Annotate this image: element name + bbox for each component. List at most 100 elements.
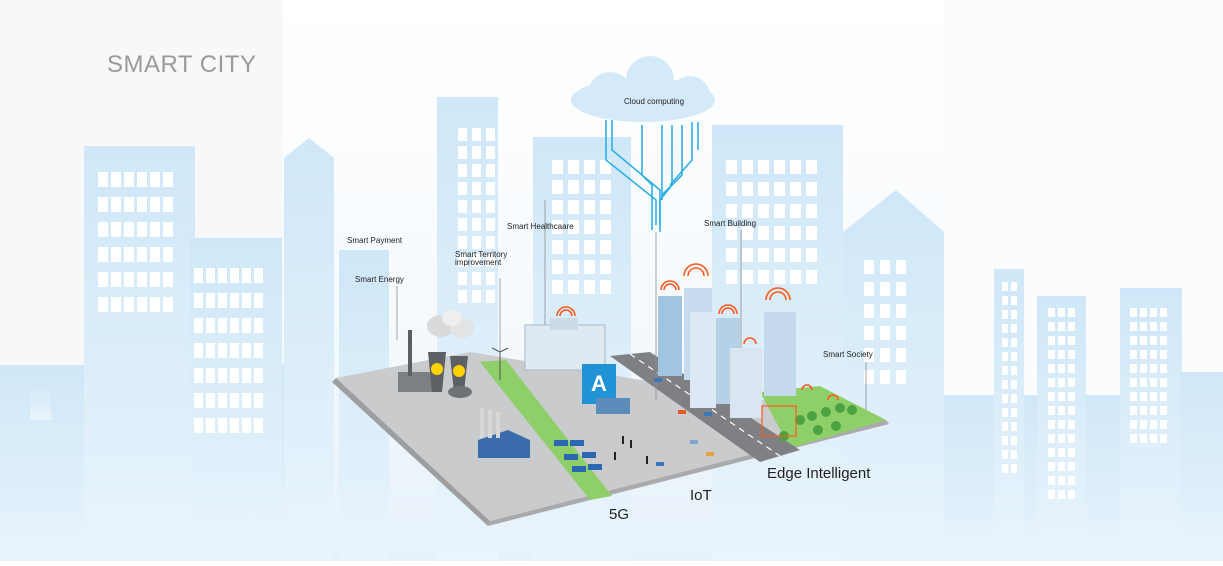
window — [584, 240, 595, 254]
window — [1011, 422, 1017, 431]
window — [98, 247, 108, 262]
window — [726, 160, 737, 174]
cloud-computing-label: Cloud computing — [624, 97, 685, 106]
window — [1068, 378, 1075, 387]
window — [584, 200, 595, 214]
window — [568, 200, 579, 214]
window — [1068, 322, 1075, 331]
window — [111, 222, 121, 237]
window — [1002, 408, 1008, 417]
window — [864, 304, 874, 318]
window — [1140, 308, 1147, 317]
window — [774, 226, 785, 240]
window — [1130, 434, 1137, 443]
window — [600, 220, 611, 234]
window — [584, 280, 595, 294]
window — [150, 272, 160, 287]
window — [896, 370, 906, 384]
window — [600, 200, 611, 214]
window — [1160, 322, 1167, 331]
wind-turbine-icon — [491, 347, 509, 380]
window — [486, 182, 495, 195]
window — [98, 197, 108, 212]
window — [726, 226, 737, 240]
window — [218, 393, 227, 408]
window — [1130, 378, 1137, 387]
window — [880, 282, 890, 296]
window — [1002, 296, 1008, 305]
wifi-icon — [556, 263, 839, 401]
window — [1011, 450, 1017, 459]
smart-building-label: Smart Building — [704, 219, 757, 228]
window — [486, 128, 495, 141]
window — [1150, 434, 1157, 443]
window — [1140, 364, 1147, 373]
window — [1048, 378, 1055, 387]
park-zone — [761, 405, 797, 437]
window — [1002, 464, 1008, 473]
skyscrapers — [658, 288, 796, 418]
window — [880, 304, 890, 318]
window — [1048, 308, 1055, 317]
window — [552, 200, 563, 214]
window — [472, 146, 481, 159]
window — [758, 248, 769, 262]
window — [1140, 420, 1147, 429]
window — [1058, 420, 1065, 429]
window — [552, 280, 563, 294]
window — [600, 260, 611, 274]
window — [1011, 436, 1017, 445]
window — [111, 247, 121, 262]
window — [774, 270, 785, 284]
window — [726, 182, 737, 196]
window — [124, 197, 134, 212]
window — [726, 204, 737, 218]
window — [486, 146, 495, 159]
smart-territory-label-1: Smart Territory — [455, 250, 508, 259]
window — [1140, 350, 1147, 359]
window — [1058, 406, 1065, 415]
window — [552, 180, 563, 194]
nuclear-icon — [398, 310, 474, 398]
window — [552, 260, 563, 274]
window — [458, 272, 467, 285]
window — [600, 280, 611, 294]
window — [1011, 366, 1017, 375]
window — [150, 297, 160, 312]
window — [1058, 462, 1065, 471]
car-icon — [654, 378, 714, 466]
window — [163, 222, 173, 237]
window — [1130, 336, 1137, 345]
window — [98, 297, 108, 312]
window — [486, 290, 495, 303]
window — [1150, 392, 1157, 401]
window — [1150, 364, 1157, 373]
window — [1058, 448, 1065, 457]
window — [124, 172, 134, 187]
window — [254, 343, 263, 358]
window — [194, 343, 203, 358]
window — [1002, 338, 1008, 347]
window — [137, 222, 147, 237]
window — [242, 268, 251, 283]
window — [568, 180, 579, 194]
window — [864, 326, 874, 340]
window — [194, 393, 203, 408]
window — [1002, 450, 1008, 459]
window — [254, 393, 263, 408]
window — [150, 197, 160, 212]
window — [1011, 324, 1017, 333]
window — [1140, 378, 1147, 387]
window — [774, 248, 785, 262]
window — [584, 180, 595, 194]
window — [1068, 392, 1075, 401]
window — [742, 226, 753, 240]
window — [150, 222, 160, 237]
window — [98, 172, 108, 187]
window — [1002, 436, 1008, 445]
window — [1048, 350, 1055, 359]
factory-icon — [478, 408, 530, 458]
window — [1048, 490, 1055, 499]
window — [124, 297, 134, 312]
window — [1130, 322, 1137, 331]
